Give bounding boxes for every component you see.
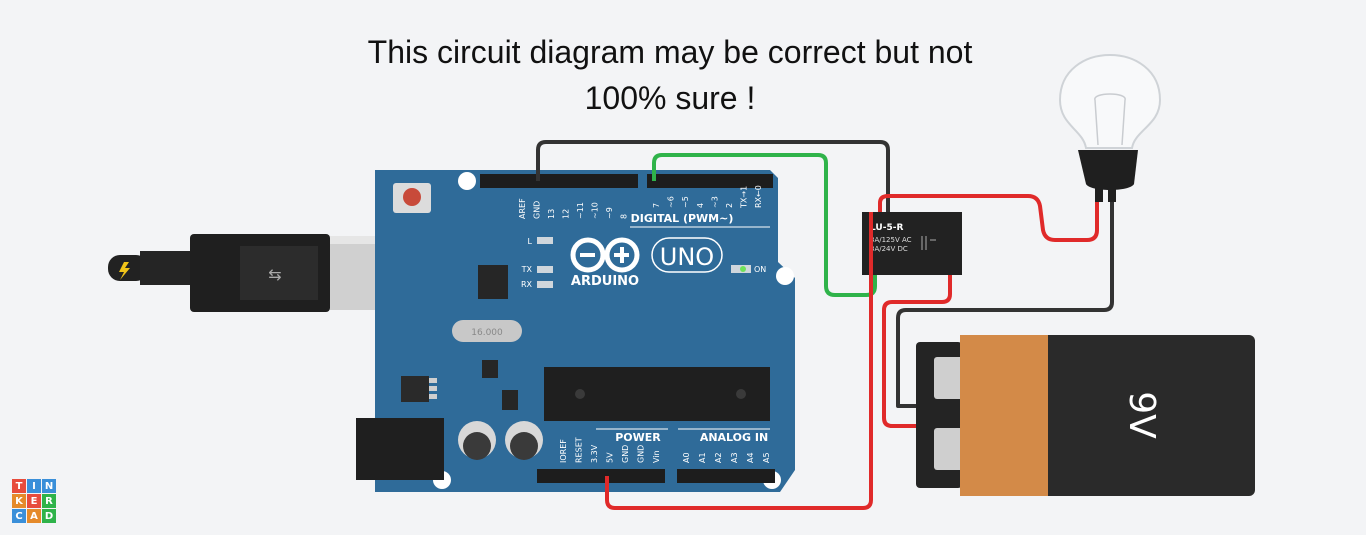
led-tx xyxy=(537,266,553,273)
pin-label: 4 xyxy=(696,203,705,208)
pin-label: A2 xyxy=(714,452,723,463)
pin-label: A0 xyxy=(682,452,691,463)
led-rx xyxy=(537,281,553,288)
pin-label: GND xyxy=(637,445,646,463)
battery-orange-band xyxy=(960,335,1048,496)
battery-label: 9V xyxy=(1121,391,1162,439)
pin-label: RESET xyxy=(575,437,584,463)
pin-label: A3 xyxy=(730,452,739,463)
wire-red-relay-bulb xyxy=(878,194,1099,242)
pin-label: ~10 xyxy=(591,202,600,219)
pin-label: TX→1 xyxy=(740,186,749,209)
pin-label: 5V xyxy=(606,452,615,463)
pin-label: 3.3V xyxy=(590,444,599,463)
pin-label: 8 xyxy=(620,214,629,219)
on-label: ON xyxy=(754,265,766,274)
wire-black-gnd-relay xyxy=(536,140,890,212)
arduino-model: UNO xyxy=(660,243,714,271)
led-label-l: L xyxy=(528,237,533,246)
power-label: POWER xyxy=(615,431,661,444)
crystal-label: 16.000 xyxy=(471,328,503,338)
pin-label: ~11 xyxy=(576,202,585,219)
led-l xyxy=(537,237,553,244)
power-pin-labels: IOREF RESET 3.3V 5V GND GND Vin xyxy=(559,437,661,463)
pin-label: ~3 xyxy=(710,196,719,208)
pin-label: ~6 xyxy=(667,196,676,208)
usb-chip xyxy=(478,265,508,299)
bulb-socket xyxy=(1078,150,1138,190)
caption-line-1: This circuit diagram may be correct but … xyxy=(367,34,973,70)
small-chip xyxy=(502,390,518,410)
relay-name: LU-5-R xyxy=(870,223,903,233)
pin-label: 12 xyxy=(562,209,571,219)
pin-label: GND xyxy=(533,201,542,219)
analog-label: ANALOG IN xyxy=(700,431,768,444)
pin-label: RX←0 xyxy=(754,185,763,208)
wire-black-bulb-battery xyxy=(896,202,1114,408)
arduino-brand: ARDUINO xyxy=(571,274,639,289)
pin-label: IOREF xyxy=(559,439,568,463)
analog-pin-labels: A0 A1 A2 A3 A4 A5 xyxy=(682,452,771,463)
power-header[interactable] xyxy=(537,469,665,483)
wires[interactable] xyxy=(536,140,1114,510)
pin-label: A1 xyxy=(698,452,707,463)
pin-label: 7 xyxy=(652,203,661,208)
mount-hole xyxy=(458,172,476,190)
pin-label: 2 xyxy=(725,203,734,208)
pin-label: ~9 xyxy=(605,207,614,219)
battery-9v[interactable]: 9V xyxy=(916,335,1255,496)
voltage-regulator xyxy=(401,376,429,402)
bulb-glass xyxy=(1058,54,1162,149)
digital-header-label: DIGITAL (PWM~) xyxy=(631,212,734,225)
power-jack[interactable] xyxy=(356,418,444,480)
small-chip xyxy=(482,360,498,378)
pin-label: ~5 xyxy=(681,196,690,208)
digital-pin-labels: AREF GND 13 12 ~11 ~10 ~9 8 7 ~6 ~5 4 ~3 2 TX→1 RX←0 xyxy=(518,185,763,219)
digital-header-left[interactable] xyxy=(480,174,638,188)
pin-label: AREF xyxy=(518,198,527,219)
svg-text:⇆: ⇆ xyxy=(268,265,281,284)
mount-hole xyxy=(776,267,794,285)
digital-header-right[interactable] xyxy=(647,174,773,188)
pin-label: A5 xyxy=(762,452,771,463)
relay-spec-2: 3A/24V DC xyxy=(870,245,908,253)
relay[interactable]: LU-5-R 3A/125V AC 3A/24V DC xyxy=(862,212,962,275)
arduino-logo-icon xyxy=(570,237,640,273)
wire-red-relay-battery xyxy=(882,275,952,428)
relay-body xyxy=(862,212,962,275)
pin-label: GND xyxy=(621,445,630,463)
led-label-tx: TX xyxy=(521,265,533,274)
wire-red-5v-relay xyxy=(605,212,873,510)
led-label-rx: RX xyxy=(521,280,533,289)
arduino-board[interactable]: AREF GND 13 12 ~11 ~10 ~9 8 7 ~6 ~5 4 ~3 2 TX→1 RX←0 DI… xyxy=(356,170,795,492)
pin-label: 13 xyxy=(547,209,556,219)
tinkercad-logo: T I N K E R C A D xyxy=(12,479,56,523)
pin-label: A4 xyxy=(746,452,755,463)
pin-label: Vin xyxy=(652,450,661,463)
caption-line-2: 100% sure ! xyxy=(584,80,756,116)
analog-header[interactable] xyxy=(677,469,775,483)
relay-spec-1: 3A/125V AC xyxy=(870,236,912,244)
light-bulb[interactable] xyxy=(1058,54,1162,202)
crystal xyxy=(452,320,522,342)
